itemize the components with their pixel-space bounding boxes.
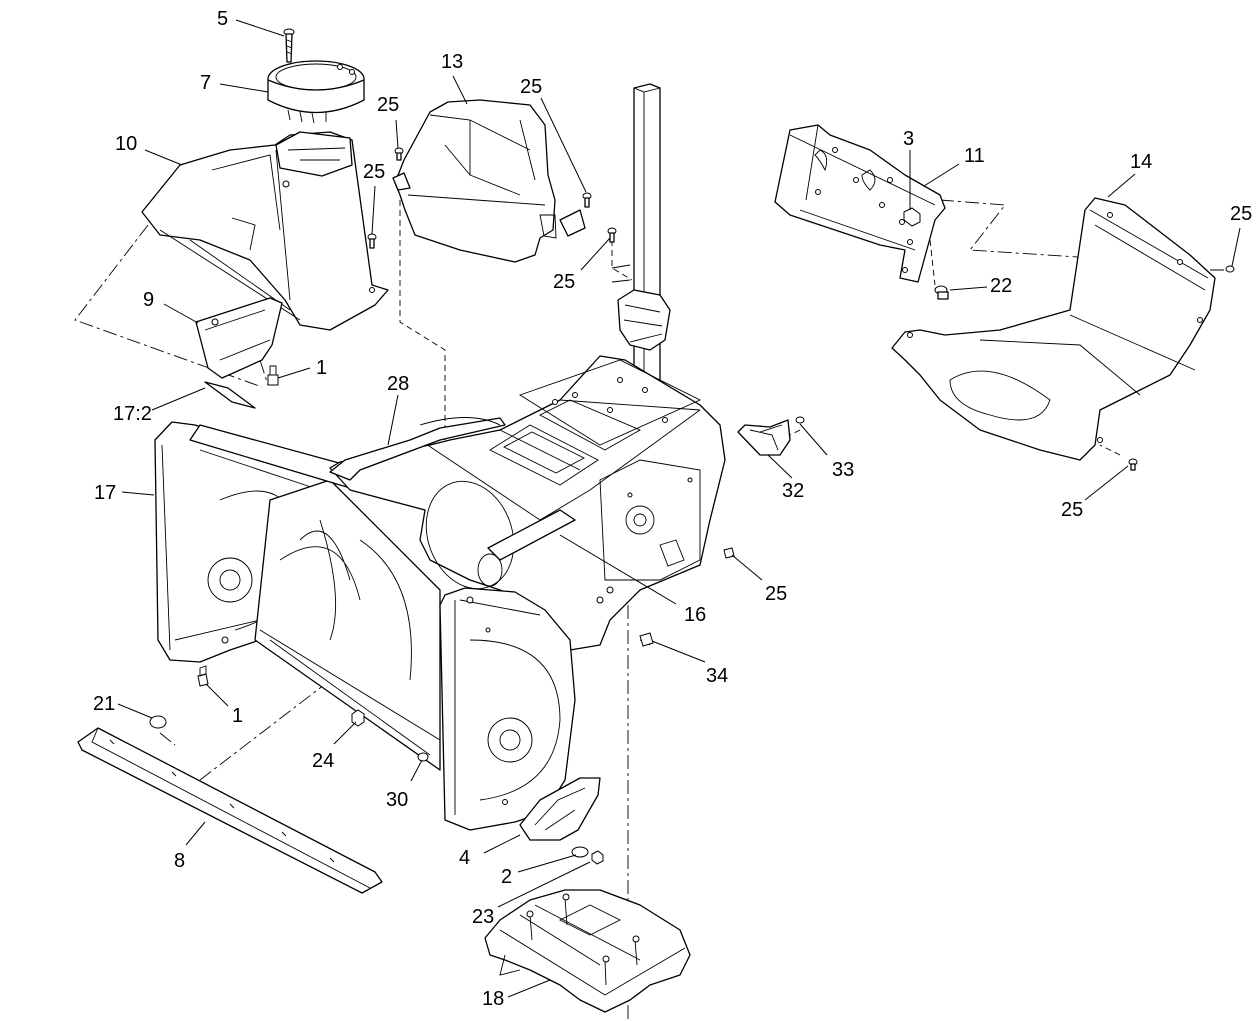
callout-14: 14: [1130, 151, 1152, 173]
callout-22: 22: [990, 275, 1012, 297]
callout-8: 8: [174, 850, 185, 872]
callout-13: 13: [441, 51, 463, 73]
part-14-shield: [891, 197, 1216, 461]
part-24-nut: [351, 709, 365, 727]
part-25-bolt-d: [607, 227, 617, 243]
callout-5: 5: [217, 8, 228, 30]
part-5-bolt: [283, 28, 295, 63]
part-1-bolt-upper: [267, 365, 279, 386]
part-2-washer: [571, 846, 604, 865]
part-13-cover: [392, 99, 586, 263]
part-9-deflector: [195, 297, 283, 379]
part-7-chute-ring: [267, 60, 365, 124]
callout-18: 18: [482, 988, 504, 1010]
part-3-nut: [903, 207, 921, 227]
callout-17-2: 17:2: [113, 403, 152, 425]
callout-23: 23: [472, 906, 494, 928]
part-25-bolt-g: [723, 547, 735, 559]
leader-lines: [117, 19, 1241, 998]
callout-17: 17: [94, 482, 116, 504]
part-18-base: [484, 889, 691, 1013]
part-25-bolt-a: [394, 147, 404, 161]
callout-1-lower: 1: [232, 705, 243, 727]
callout-3: 3: [903, 128, 914, 150]
callout-7: 7: [200, 72, 211, 94]
callout-30: 30: [386, 789, 408, 811]
part-32-bracket: [737, 419, 791, 456]
callout-21: 21: [93, 693, 115, 715]
part-8-scraper-bar: [77, 727, 383, 894]
callout-2: 2: [501, 866, 512, 888]
part-4-skid-shoe: [519, 777, 601, 841]
part-10-discharge-chute: [141, 131, 389, 331]
part-25-bolt-b: [367, 233, 377, 249]
part-11-mount-plate: [774, 124, 946, 283]
callout-10: 10: [115, 133, 137, 155]
callout-25-b: 25: [363, 161, 385, 183]
callout-25-d: 25: [553, 271, 575, 293]
callout-25-f: 25: [1061, 499, 1083, 521]
part-25-bolt-c: [582, 192, 592, 208]
callout-16: 16: [684, 604, 706, 626]
callout-labels: 5 7 10 9 1 17:2 17 25 25 13 25 25 28 3 1…: [93, 8, 1252, 1010]
callout-1-upper: 1: [316, 357, 327, 379]
callout-25-a: 25: [377, 94, 399, 116]
callout-4: 4: [459, 847, 470, 869]
part-33-bolt: [795, 416, 805, 424]
callout-11: 11: [964, 145, 985, 167]
callout-28: 28: [387, 373, 409, 395]
part-21-knob: [149, 715, 167, 729]
auger-housing: [154, 355, 726, 831]
part-25-bolt-e: [1225, 265, 1235, 273]
part-22-bolt: [934, 285, 949, 300]
callout-9: 9: [143, 289, 154, 311]
part-25-bolt-f: [1128, 458, 1138, 471]
callout-25-c: 25: [520, 76, 542, 98]
callout-33: 33: [832, 459, 854, 481]
callout-24: 24: [312, 750, 334, 772]
part-17-2-decal: [204, 381, 256, 409]
callout-25-g: 25: [765, 583, 787, 605]
callout-25-e: 25: [1230, 203, 1252, 225]
callout-34: 34: [706, 665, 728, 687]
vertical-post: [611, 83, 671, 396]
part-34-bolt: [639, 632, 654, 647]
callout-32: 32: [782, 480, 804, 502]
part-1-bolt-lower: [197, 665, 209, 687]
part-30-bolt: [417, 752, 429, 762]
